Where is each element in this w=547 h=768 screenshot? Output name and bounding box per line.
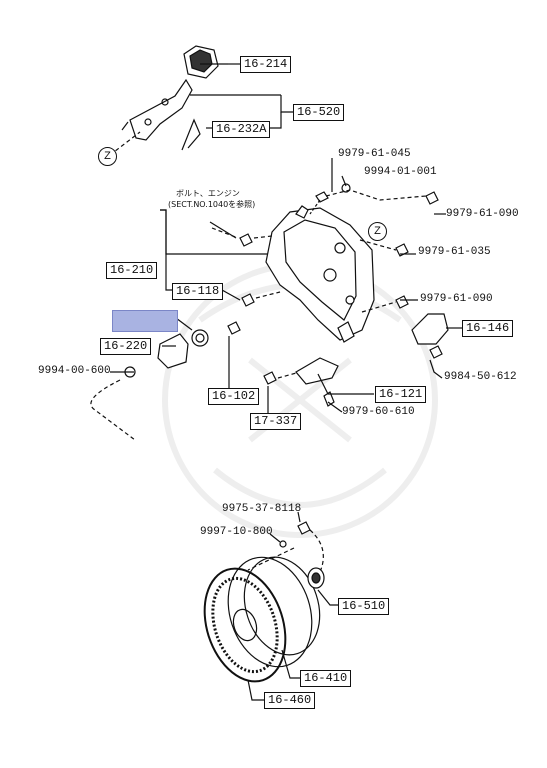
- callout-16-214[interactable]: 16-214: [240, 56, 292, 73]
- part-16-146-drawing: [411, 313, 449, 345]
- callout-9984-50-612[interactable]: 9984-50-612: [444, 371, 517, 383]
- part-16-121-drawing: [295, 357, 339, 385]
- callout-16-118[interactable]: 16-118: [172, 283, 224, 300]
- callout-9994-01-001[interactable]: 9994-01-001: [364, 166, 437, 178]
- callout-16-121[interactable]: 16-121: [375, 386, 427, 403]
- callout-9979-61-045[interactable]: 9979-61-045: [338, 148, 411, 160]
- callout-9979-60-610[interactable]: 9979-60-610: [342, 406, 415, 418]
- callout-9997-10-800[interactable]: 9997-10-800: [200, 526, 273, 538]
- callout-9979-61-035[interactable]: 9979-61-035: [418, 246, 491, 258]
- part-16-520-drawing: [121, 78, 193, 141]
- selected-part-highlight[interactable]: [112, 310, 178, 332]
- part-16-460-16-410-drawing: [203, 556, 321, 683]
- part-16-510-drawing: [307, 567, 325, 589]
- callout-16-232A[interactable]: 16-232A: [212, 121, 271, 138]
- engine-bolt-note-reference: (SECT.NO.1040を参照): [168, 200, 256, 209]
- callout-16-220[interactable]: 16-220: [100, 338, 152, 355]
- callout-9994-00-600[interactable]: 9994-00-600: [38, 365, 111, 377]
- part-16-220-drawing: [157, 329, 209, 369]
- zone-marker-z-left: Z: [98, 147, 117, 166]
- callout-16-510[interactable]: 16-510: [338, 598, 390, 615]
- callout-9979-61-090-upper[interactable]: 9979-61-090: [446, 208, 519, 220]
- callout-9975-37-8118[interactable]: 9975-37-8118: [222, 503, 302, 515]
- part-16-210-housing-drawing: [265, 205, 375, 343]
- callout-16-210[interactable]: 16-210: [106, 262, 158, 279]
- callout-16-102[interactable]: 16-102: [208, 388, 260, 405]
- callout-16-460[interactable]: 16-460: [264, 692, 316, 709]
- callout-9979-61-090-lower[interactable]: 9979-61-090: [420, 293, 493, 305]
- callout-16-146[interactable]: 16-146: [462, 320, 514, 337]
- part-16-214-drawing: [183, 45, 219, 79]
- callout-17-337[interactable]: 17-337: [250, 413, 302, 430]
- bolts: [124, 183, 443, 548]
- callout-16-520[interactable]: 16-520: [293, 104, 345, 121]
- callout-16-410[interactable]: 16-410: [300, 670, 352, 687]
- part-16-232A-drawing: [181, 118, 201, 151]
- zone-marker-z-right: Z: [368, 222, 387, 241]
- engine-bolt-note-title: ボルト、エンジン: [176, 189, 240, 198]
